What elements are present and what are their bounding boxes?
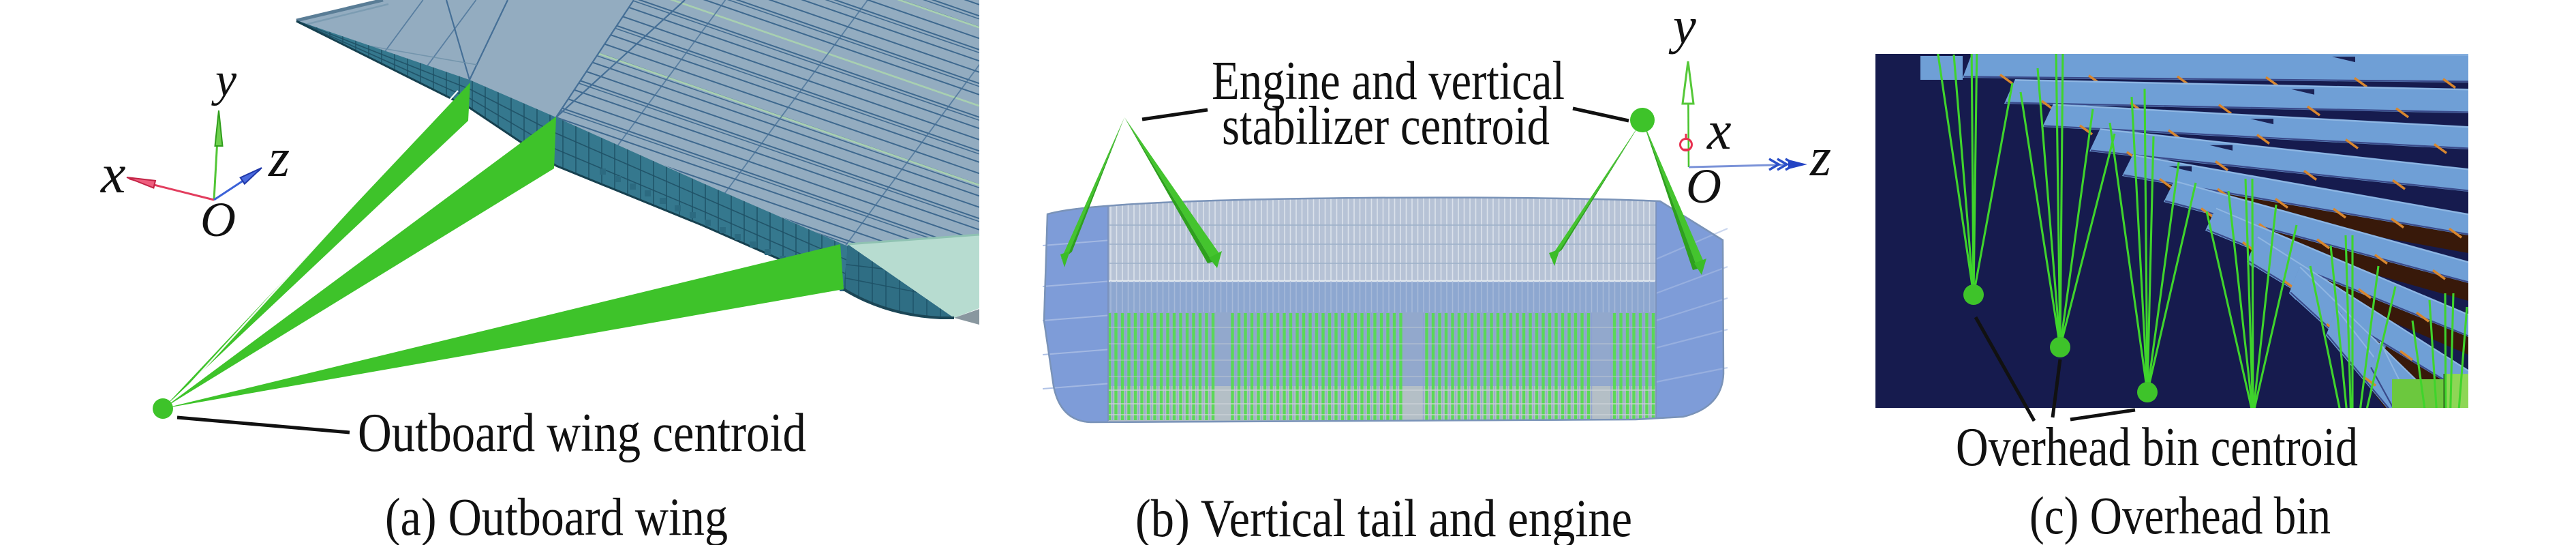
svg-text:z: z: [268, 128, 290, 188]
svg-text:O: O: [1686, 159, 1721, 213]
svg-text:(c) Overhead bin: (c) Overhead bin: [2029, 486, 2331, 545]
svg-text:y: y: [211, 54, 237, 106]
svg-text:(b) Vertical tail and engine: (b) Vertical tail and engine: [1135, 488, 1632, 545]
svg-text:O: O: [200, 192, 236, 247]
svg-text:x: x: [1706, 101, 1732, 161]
svg-text:Engine and vertical: Engine and vertical: [1212, 51, 1565, 111]
svg-text:Outboard wing centroid: Outboard wing centroid: [358, 403, 806, 463]
svg-text:x: x: [100, 143, 125, 205]
svg-text:Overhead bin centroid: Overhead bin centroid: [1956, 417, 2358, 477]
svg-text:stabilizer centroid: stabilizer centroid: [1222, 96, 1550, 156]
svg-text:y: y: [1668, 0, 1696, 55]
svg-text:(a) Outboard wing: (a) Outboard wing: [385, 487, 728, 545]
svg-text:z: z: [1809, 128, 1831, 188]
